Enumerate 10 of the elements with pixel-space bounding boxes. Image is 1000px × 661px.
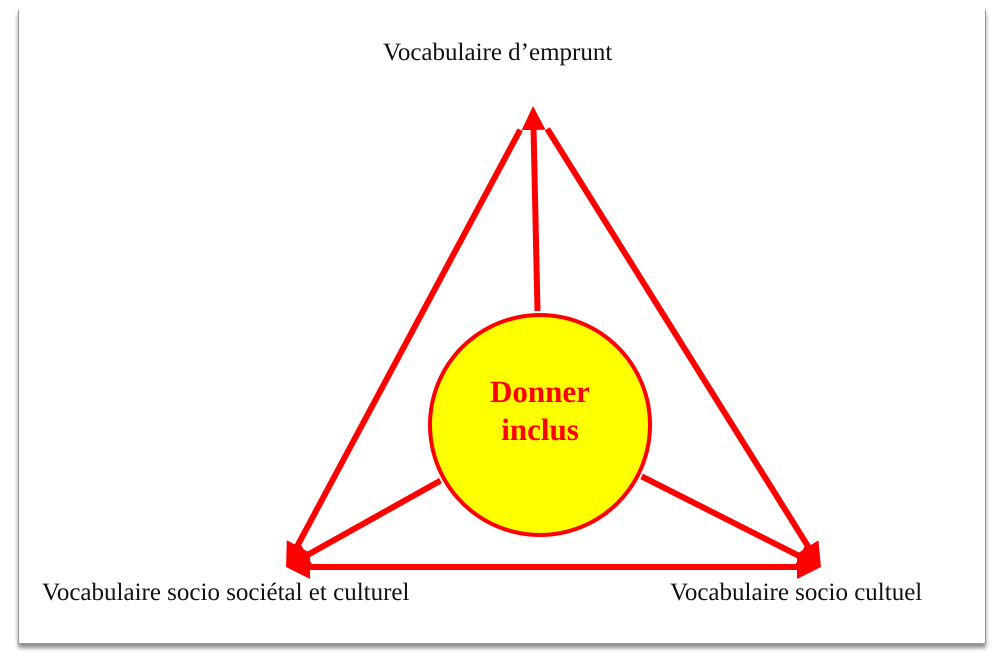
arrow: [286, 128, 523, 567]
arrow: [640, 474, 821, 567]
arrow: [286, 478, 442, 567]
text-label: Vocabulaire socio cultuel: [670, 578, 922, 608]
arrow: [544, 127, 821, 567]
text-label: Vocabulaire socio sociétal et culturel: [42, 578, 410, 608]
arrow: [522, 106, 546, 312]
arrow: [286, 555, 821, 579]
text-label: Vocabulaire d’emprunt: [383, 38, 612, 68]
node-label: Donner inclus: [489, 373, 591, 449]
